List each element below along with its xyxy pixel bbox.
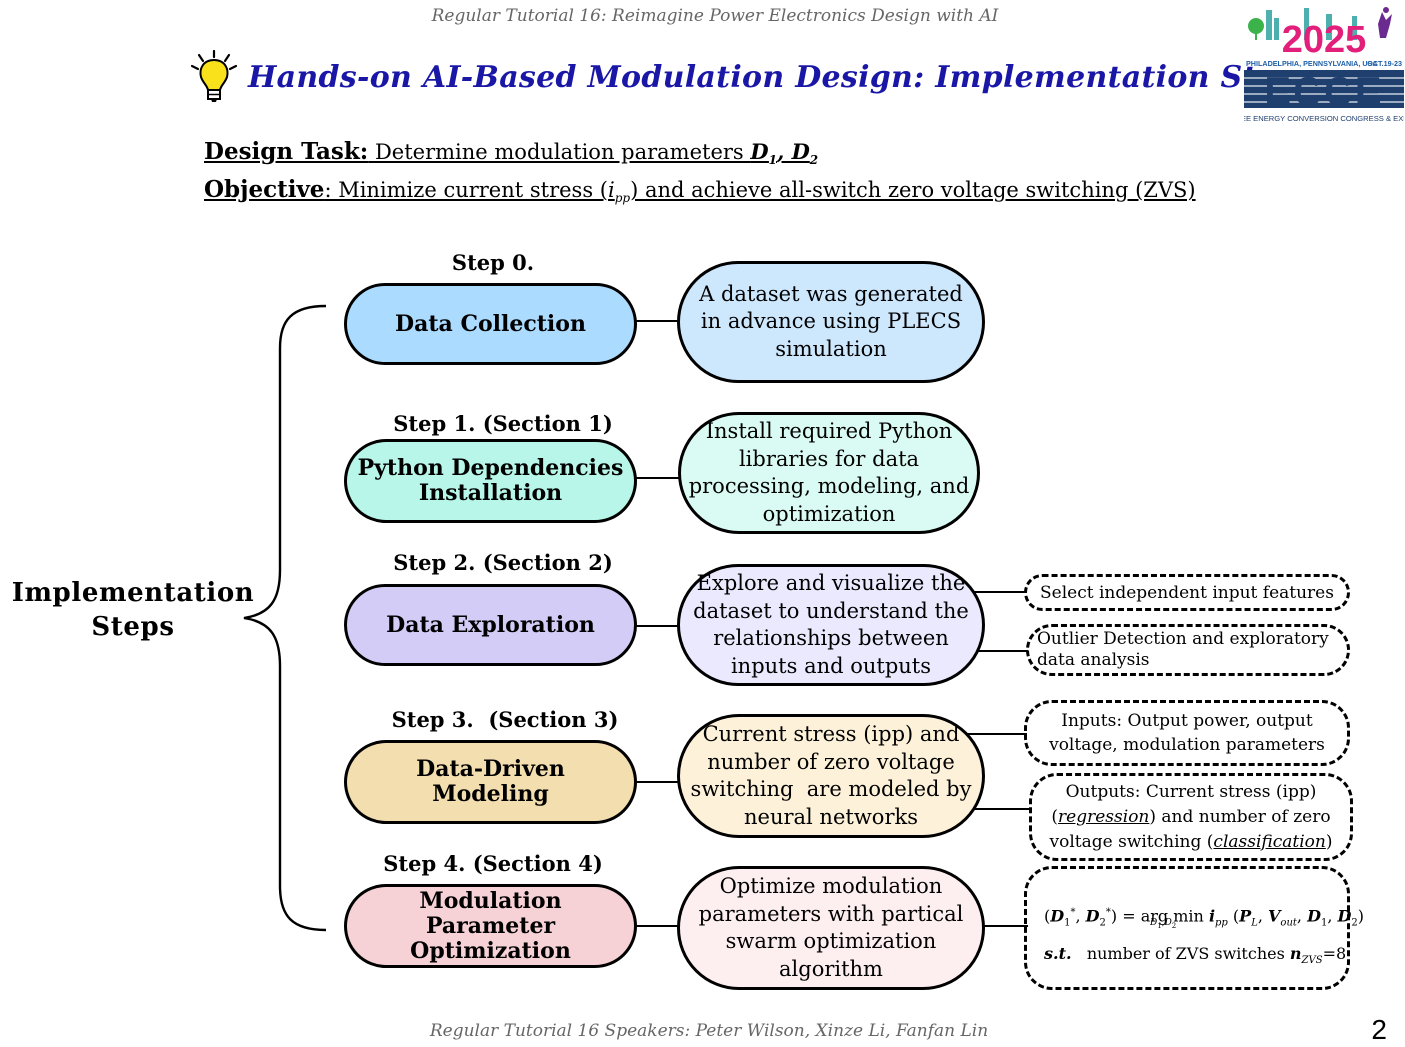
step-0-description: A dataset was generated in advance using… [677, 261, 985, 383]
step-1-label: Step 1. (Section 1) [393, 411, 613, 436]
connector-1 [634, 477, 682, 479]
page-number: 2 [1371, 1014, 1387, 1045]
objective-label: Objective [204, 176, 325, 204]
step-2-label: Step 2. (Section 2) [393, 550, 613, 575]
inputs-box: Inputs: Output power, output voltage, mo… [1024, 700, 1350, 766]
header-text: Regular Tutorial 16: Reimagine Power Ele… [431, 6, 999, 26]
connector-outlier [978, 650, 1028, 652]
step-3-name-line2: Modeling [432, 781, 549, 807]
connector-3 [634, 781, 682, 783]
outputs-box: Outputs: Current stress (ipp) (regressio… [1029, 773, 1353, 861]
objective-text-1: : Minimize current stress ( [324, 178, 608, 203]
page-title: Hands-on AI-Based Modulation Design: Imp… [248, 60, 1315, 95]
implementation-steps-label: Implementation Steps [11, 578, 255, 642]
curly-brace [243, 304, 327, 932]
formula-objective: (D1*, D2*) = arg min ipp (PL, Vout, D1, … [1044, 906, 1364, 929]
connector-inputs [965, 733, 1027, 735]
step-2-description: Explore and visualize the dataset to und… [677, 564, 985, 686]
step-0-name: Data Collection [395, 310, 586, 337]
select-features-box: Select independent input features [1024, 574, 1350, 611]
step-3-label: Step 3. (Section 3) [391, 707, 619, 732]
design-task: Design Task: Determine modulation parame… [204, 137, 1196, 213]
step-3-description: Current stress (ipp) and number of zero … [677, 714, 985, 838]
step-2-pill: Data Exploration [344, 584, 637, 666]
step-3-name-line1: Data-Driven [416, 756, 565, 782]
connector-2 [634, 625, 682, 627]
step-4-name-line3: Optimization [410, 937, 571, 964]
logo-year: 2025 [1282, 19, 1367, 61]
connector-outputs [975, 808, 1032, 810]
step-1-description: Install required Python libraries for da… [678, 412, 980, 534]
formula-argmin-subscript: D1,D2 [1150, 918, 1177, 930]
step-0-label: Step 0. [451, 250, 535, 275]
logo-dates: OCT.19-23 [1367, 59, 1402, 68]
step-0-pill: Data Collection [344, 283, 637, 365]
design-task-params: D1, D2 [750, 139, 819, 168]
step-4-name-line2: Parameter [425, 912, 556, 939]
connector-4 [634, 925, 682, 927]
lightbulb-icon [190, 50, 238, 102]
formula-constraint: s.t. number of ZVS switches nZVS=8 [1044, 943, 1347, 966]
step-1-name-line2: Installation [418, 480, 563, 506]
connector-0 [634, 320, 682, 322]
logo-location: PHILADELPHIA, PENNSYLVANIA, USA [1246, 59, 1378, 68]
objective-text-2: ) and achieve all-switch zero voltage sw… [630, 178, 1196, 203]
design-task-text: Determine modulation parameters [368, 140, 751, 164]
step-4-name-line1: Modulation [419, 887, 562, 914]
connector-select-features [973, 591, 1027, 593]
design-task-label: Design Task: [204, 138, 369, 165]
logo-name: ECCE [1264, 70, 1383, 114]
step-4-description: Optimize modulation parameters with part… [677, 866, 985, 990]
objective-ipp: ipp [607, 178, 631, 206]
connector-formula [982, 925, 1028, 927]
footer-text: Regular Tutorial 16 Speakers: Peter Wils… [429, 1021, 989, 1041]
optimization-formula-box [1024, 866, 1350, 990]
step-1-name-line1: Python Dependencies [357, 455, 624, 481]
step-2-name: Data Exploration [386, 611, 595, 638]
logo-subtitle: IEEE ENERGY CONVERSION CONGRESS & EXPO [1244, 114, 1404, 123]
ecce-2025-logo: 2025 PHILADELPHIA, PENNSYLVANIA, USA OCT… [1244, 7, 1404, 123]
step-4-label: Step 4. (Section 4) [383, 851, 603, 876]
optimization-formula: (D1*, D2*) = arg min ipp (PL, Vout, D1, … [1044, 898, 1364, 976]
